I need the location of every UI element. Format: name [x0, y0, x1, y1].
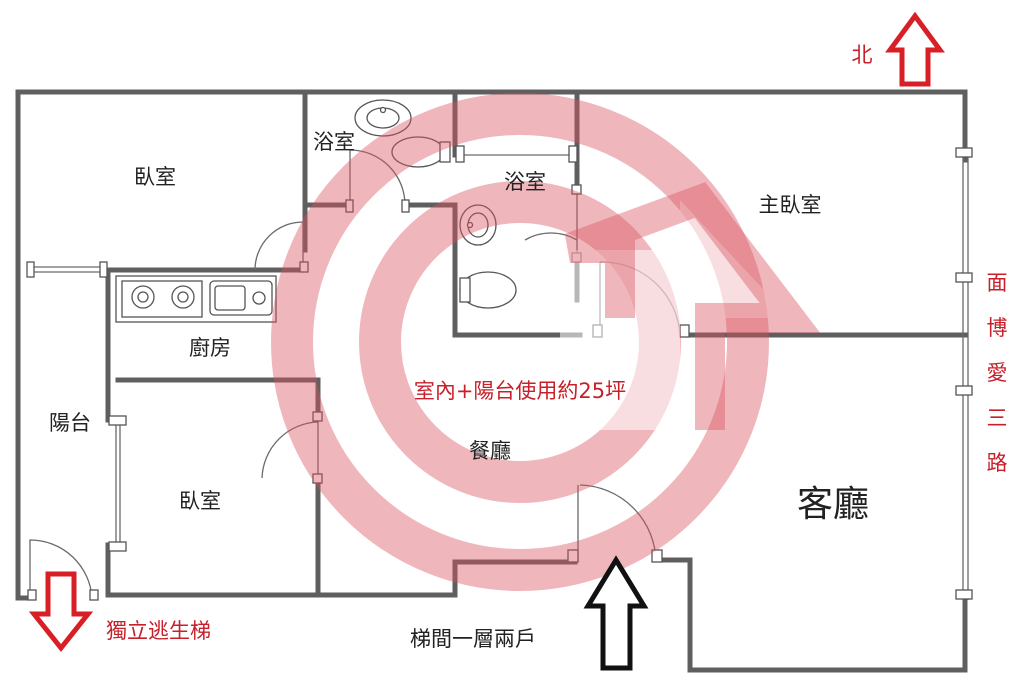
escape-stair-indicator: 獨立逃生梯: [28, 571, 211, 653]
room-labels: 臥室 浴室 浴室 主臥室 廚房 陽台 臥室 餐廳 客廳: [49, 130, 869, 525]
room-label-master-bedroom: 主臥室: [759, 193, 822, 217]
road-label-char-4: 三: [987, 406, 1008, 430]
watermark-logo: [271, 93, 821, 591]
kitchen-fixtures: [115, 275, 277, 323]
toilet-icon: [391, 136, 451, 168]
room-label-kitchen: 廚房: [189, 336, 231, 360]
stove-icon: [131, 285, 195, 309]
room-label-bedroom-top-left: 臥室: [134, 165, 176, 189]
room-label-living-room: 客廳: [797, 484, 869, 525]
road-label-char-1: 面: [987, 271, 1008, 295]
stair-label: 梯間一層兩戶: [410, 627, 536, 651]
escape-label: 獨立逃生梯: [106, 619, 211, 643]
road-label-char-5: 路: [987, 451, 1008, 475]
walls: [15, 89, 968, 673]
road-label-char-2: 博: [987, 316, 1008, 340]
room-label-bathroom-2: 浴室: [504, 170, 546, 194]
north-indicator: 北: [852, 11, 945, 87]
kitchen-sink-icon: [209, 280, 273, 316]
bathroom-2-fixtures: [459, 204, 517, 309]
road-label: 面 博 愛 三 路: [987, 271, 1008, 475]
room-label-dining-room: 餐廳: [469, 439, 511, 463]
sink-icon: [354, 99, 412, 137]
entrance-indicator: 梯間一層兩戶: [410, 555, 649, 671]
room-label-balcony: 陽台: [49, 411, 91, 435]
area-note: 室內+陽台使用約25坪: [414, 379, 626, 403]
north-label: 北: [852, 43, 873, 67]
toilet-icon: [459, 271, 517, 309]
north-arrow-icon: [885, 11, 945, 87]
sink-icon: [459, 204, 497, 246]
escape-arrow-icon: [28, 571, 94, 653]
entrance-arrow-icon: [583, 555, 649, 671]
room-label-bedroom-bottom: 臥室: [179, 489, 221, 513]
road-label-char-3: 愛: [987, 361, 1008, 385]
room-label-bathroom-1: 浴室: [313, 130, 355, 154]
bathroom-1-fixtures: [354, 99, 451, 168]
windows: [26, 145, 973, 600]
